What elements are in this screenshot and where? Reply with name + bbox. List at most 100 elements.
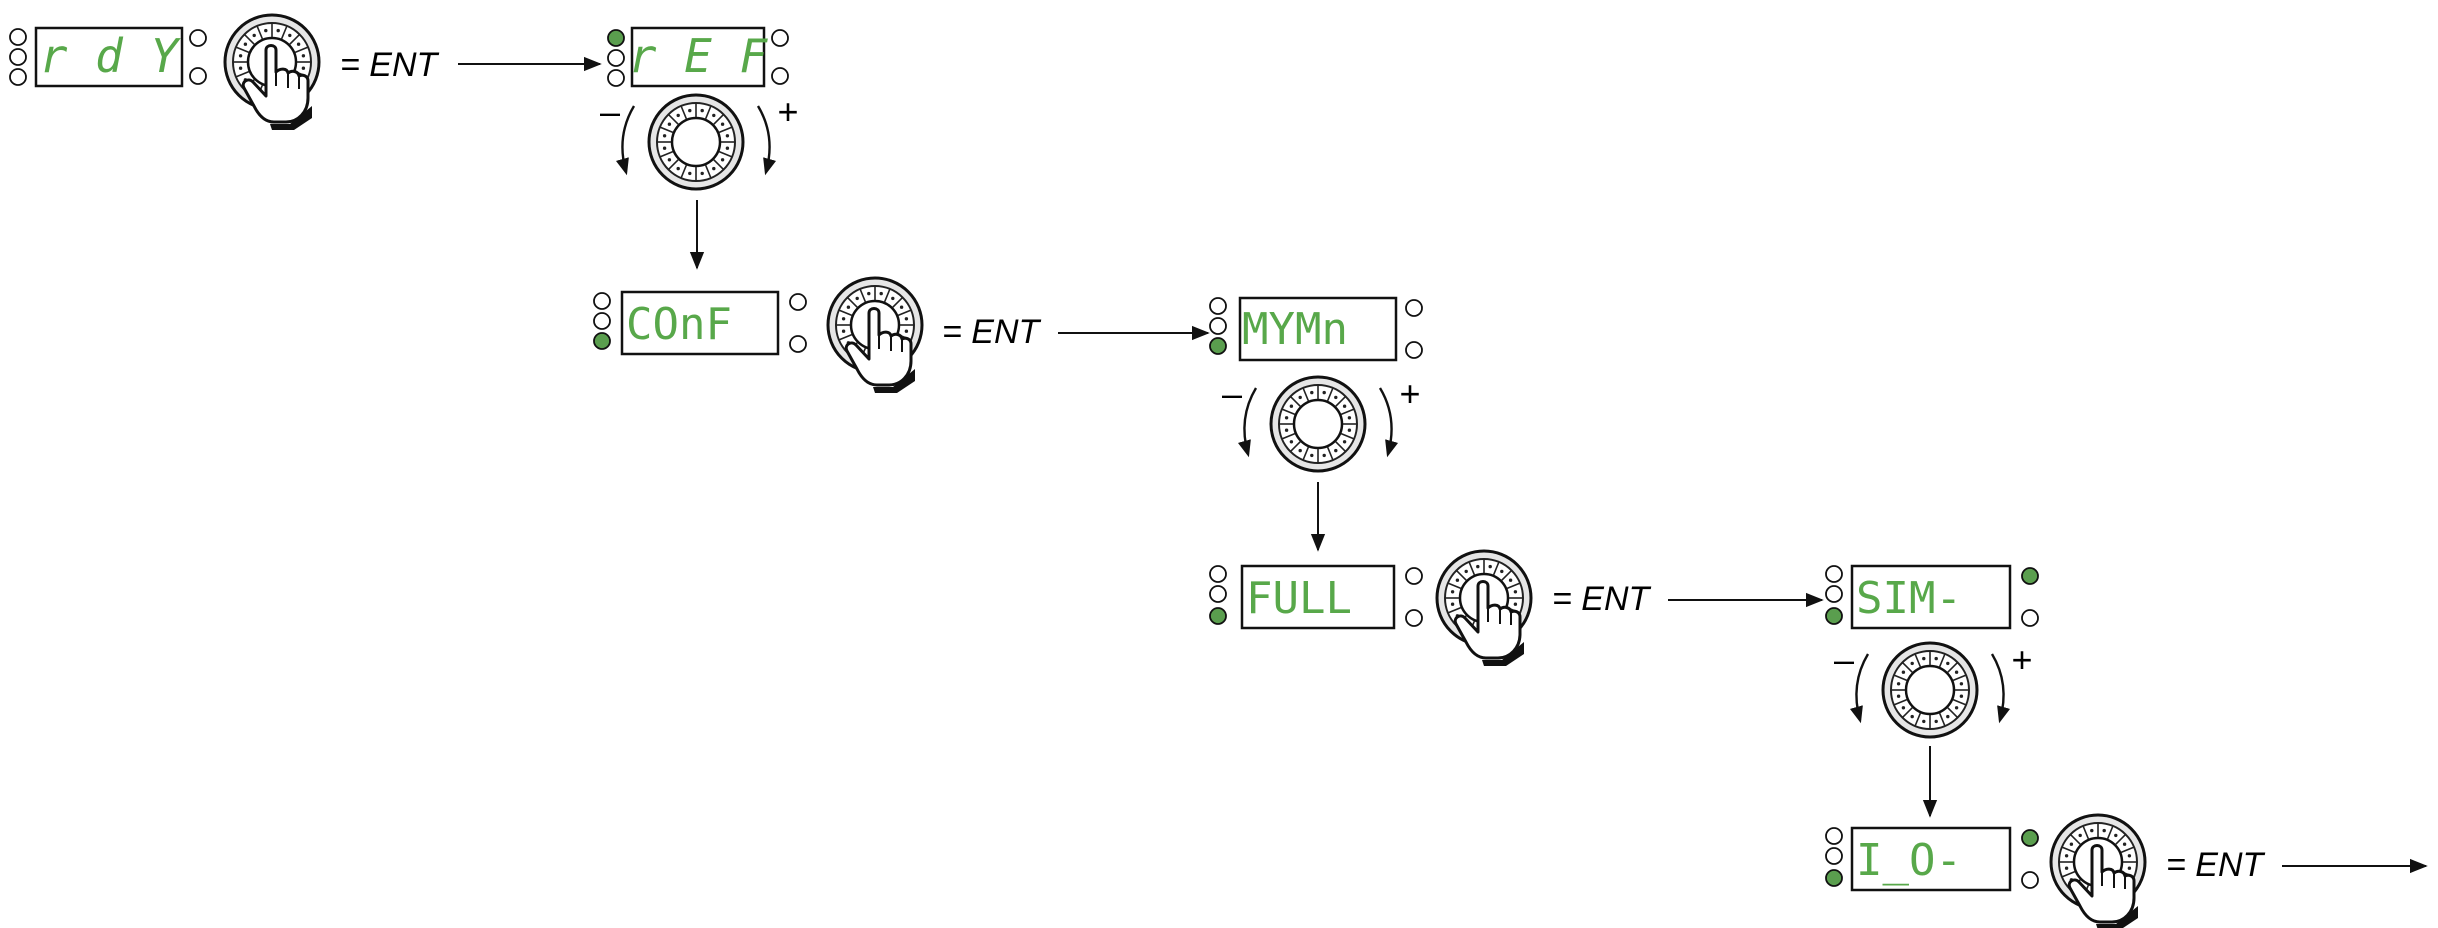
dial-dot [276,28,280,33]
dial-rib [1455,569,1467,581]
lcd-display [620,290,780,356]
led-right-2 [2021,871,2039,889]
leds-left [1825,565,1843,625]
dial-rib [1447,606,1462,614]
curved-arrow-left [1849,653,1870,724]
turn-dial-3: –+ [1834,639,2033,739]
leds-left [607,29,625,87]
screen-conf: COnF [593,290,807,356]
dial-dot [1934,656,1938,661]
lcd-display [1238,296,1398,362]
leds-right [771,29,789,85]
press-dial-2 [826,276,924,393]
dial-dot [712,113,716,118]
lcd-text: COnF [626,299,732,350]
minus-sign: – [600,91,620,132]
led-left-1 [9,28,27,46]
dial-rib [892,296,904,308]
dial-dot [846,305,851,309]
dial-dot [1342,404,1347,408]
jog-dial-icon [1269,375,1367,473]
dial-dot [1954,706,1959,710]
jog-dial-icon [1881,641,1979,739]
dial-rib [1914,712,1922,727]
dial-dot [1334,395,1338,400]
curved-arrow-minus-icon: – [1222,373,1258,458]
led-right-1 [1405,299,1423,317]
leds-left [1209,565,1227,625]
dial-dot [662,146,667,150]
led-left-2 [9,48,27,66]
dial-dot [676,166,680,171]
dial-dot [1284,428,1289,432]
dial-dot [1922,656,1926,661]
dial-dot [1476,564,1480,569]
dial-rib [1340,432,1355,440]
dial-rib [1447,582,1462,590]
dial-dot [2090,828,2094,833]
dial-rib [1938,712,1946,727]
dial-dot [296,42,301,46]
leds-right [789,293,807,353]
dial-rib [1506,582,1521,590]
dial-rib [718,126,733,134]
dial-rib [838,333,853,341]
dial-dot [841,317,846,321]
dial-dot [1284,416,1289,420]
dial-dot [1322,453,1326,458]
dial-dot [1922,719,1926,724]
dial-dot [867,291,871,296]
dial-dot [1298,448,1302,453]
dial-rib [859,288,867,303]
pointing-hand-icon [844,307,915,393]
dial-rib [1289,441,1301,453]
dial-dot [899,305,904,309]
dial-rib [289,33,301,45]
dial-dot [676,113,680,118]
dial-rib [1947,661,1959,673]
screen-full: FULL [1209,564,1423,630]
dial-dot [301,54,306,58]
led-left-2 [1825,585,1843,603]
equals-ent-label-4: = ENT [2166,846,2266,884]
dial-rib [235,70,250,78]
dial-rib [2061,870,2076,878]
lcd-text: r d Y [40,29,182,83]
press-dial-4 [2049,813,2147,928]
dial-dot [2127,866,2132,870]
curved-arrow-right [1990,653,2011,724]
dial-dot [243,42,248,46]
lcd-text: FULL [1246,573,1352,624]
led-left-2 [607,49,625,67]
dial-rib [659,126,674,134]
dial-rib [1289,395,1301,407]
dial-dot [720,122,725,126]
dial-dot [1342,440,1347,444]
screen-sim: SIM- [1825,564,2039,630]
dial-dot [720,158,725,162]
led-left-3 [1209,337,1227,355]
leds-left [593,292,611,350]
dial-dot [1901,706,1906,710]
turn-dial-1: –+ [600,91,799,191]
dial-rib [1335,395,1347,407]
dial-dot [667,158,672,162]
curved-arrow-plus-icon: + [756,91,799,176]
dial-dot [1946,661,1950,666]
plus-sign: + [2011,639,2032,680]
led-left-2 [1825,847,1843,865]
dial-dot [725,134,730,138]
dial-dot [252,33,256,38]
dial-dot [1347,416,1352,420]
dial-rib [718,150,733,158]
leds-left [1209,297,1227,355]
led-left-3 [593,332,611,350]
dial-dot [1334,448,1338,453]
led-left-1 [1825,827,1843,845]
pointing-hand-icon [1453,580,1524,666]
screen-rdy: r d Y [9,26,207,88]
dial-dot [904,317,909,321]
equals-ent-label-1: = ENT [340,46,440,84]
dial-rib [2115,833,2127,845]
